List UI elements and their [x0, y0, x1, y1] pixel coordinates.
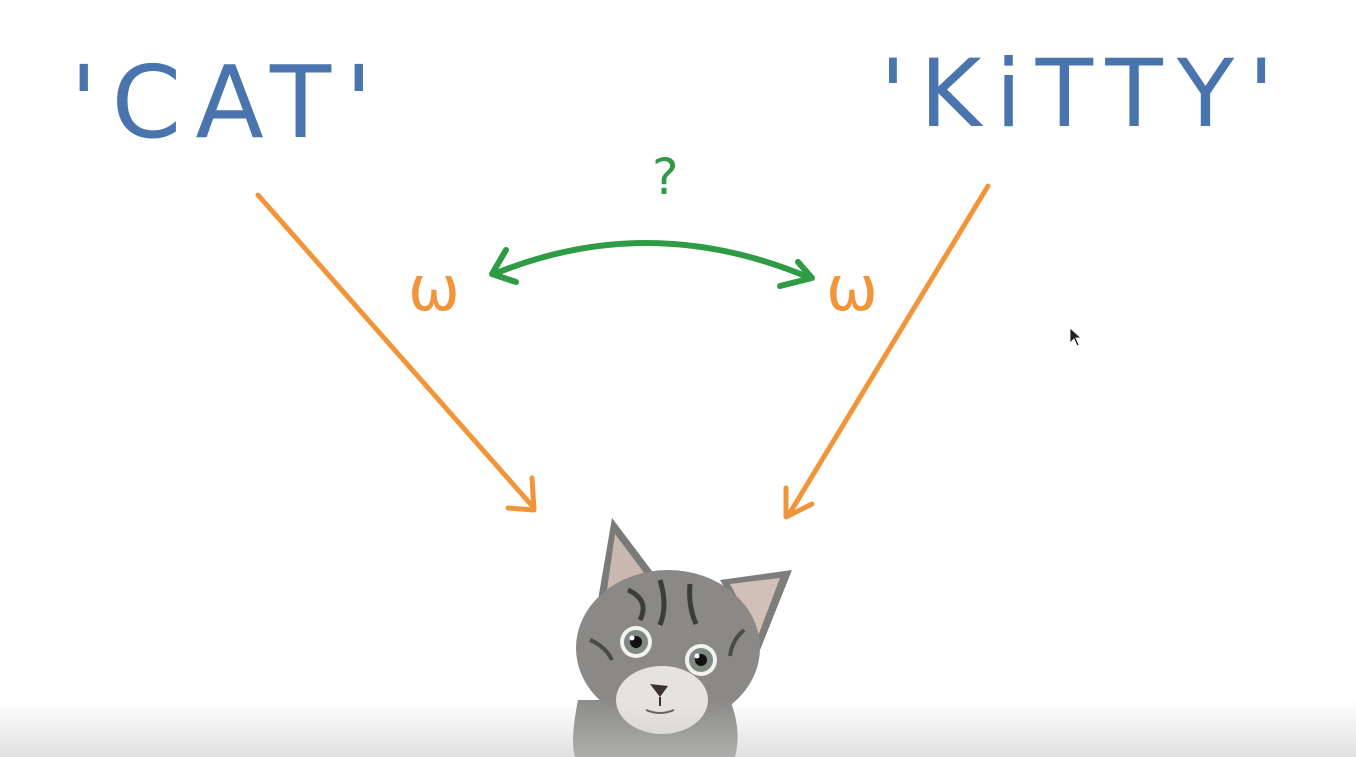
word-cat-label: 'CAT' — [70, 44, 387, 161]
arrow-kitty-to-kitten — [783, 183, 991, 520]
weight-symbol-right: ω — [826, 252, 878, 325]
weight-symbol-left: ω — [408, 252, 460, 325]
word-kitty-label: 'KiTTY' — [880, 40, 1289, 149]
relation-arrow — [489, 239, 815, 289]
bottom-shadow — [0, 700, 1356, 757]
relation-question-mark: ? — [652, 148, 679, 206]
mouse-cursor-icon — [1069, 327, 1083, 347]
arrow-cat-to-kitten — [255, 192, 537, 513]
